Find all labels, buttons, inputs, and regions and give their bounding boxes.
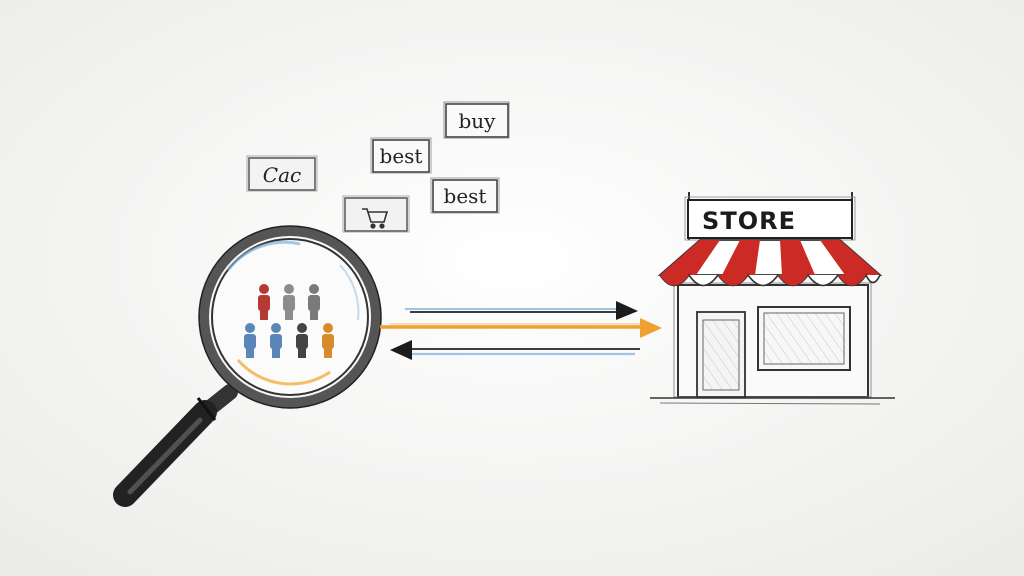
magnifier-handle — [113, 384, 238, 507]
shopping-cart-icon — [362, 208, 389, 229]
keyword-card-cart — [342, 195, 410, 233]
keyword-scribble-label: Cac — [263, 163, 301, 187]
arrow-to-store-dark — [405, 301, 638, 320]
person-icon — [270, 323, 282, 358]
person-icon — [283, 284, 295, 320]
keyword-card-scribble: Cac — [246, 155, 318, 192]
store-sign-label: STORE — [702, 207, 796, 235]
keyword-card-best-1: best — [370, 137, 432, 174]
person-icon — [244, 323, 256, 358]
person-icon — [322, 323, 334, 358]
storefront-icon: STORE — [650, 192, 895, 405]
person-icon — [308, 284, 320, 320]
keyword-best-2-label: best — [444, 184, 487, 208]
keyword-buy-label: buy — [459, 109, 497, 133]
person-icon — [296, 323, 308, 358]
arrow-to-store-orange — [380, 318, 662, 338]
person-icon — [258, 284, 270, 320]
store-sign: STORE — [684, 196, 856, 241]
arrow-from-store — [390, 340, 640, 360]
keyword-card-buy: buy — [443, 101, 510, 139]
store-window — [757, 306, 851, 371]
people-group-icon — [244, 284, 334, 358]
magnifying-glass-icon — [113, 225, 382, 507]
store-door — [696, 311, 746, 398]
store-awning — [657, 239, 883, 287]
keyword-card-best-2: best — [430, 177, 500, 214]
keyword-best-1-label: best — [380, 144, 423, 168]
